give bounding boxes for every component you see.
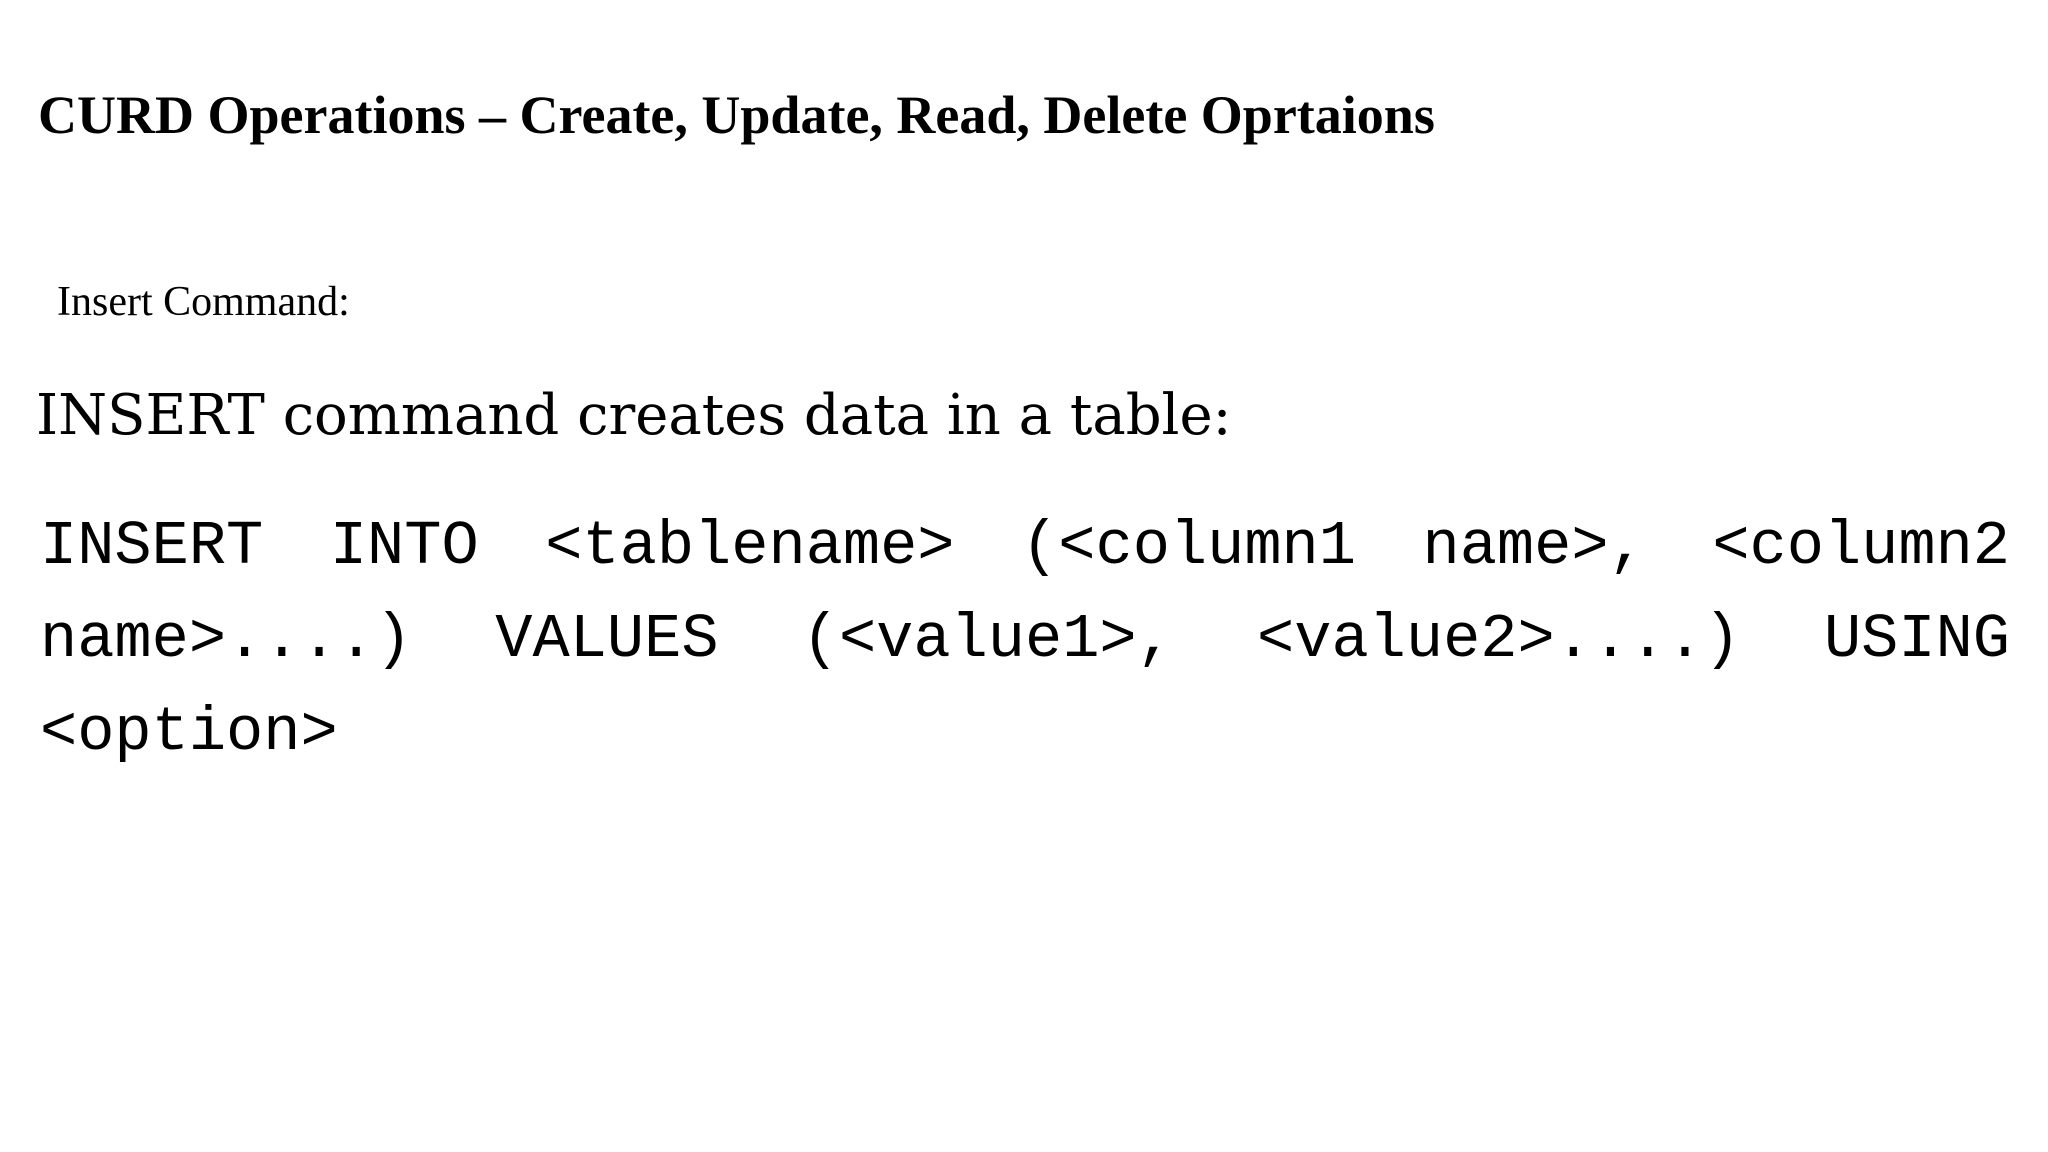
page-title: CURD Operations – Create, Update, Read, …	[38, 85, 1435, 146]
section-label-insert-command: Insert Command:	[57, 279, 350, 325]
insert-description-text: INSERT command creates data in a table:	[36, 383, 1232, 448]
insert-syntax-code: INSERT INTO <tablename> (<column1 name>,…	[40, 511, 2010, 768]
